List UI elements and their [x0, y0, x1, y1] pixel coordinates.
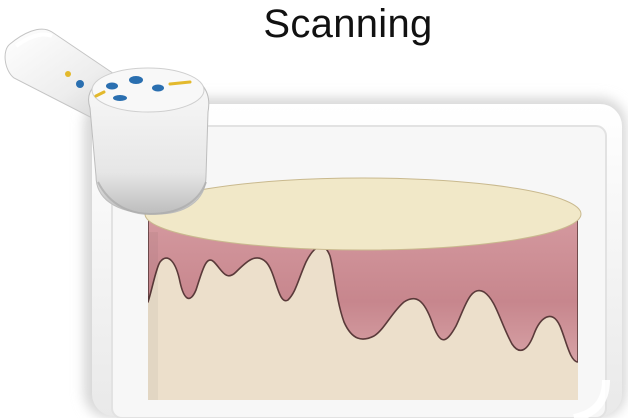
scanner-button-blue-icon	[106, 83, 118, 90]
scanner-indicator-yellow-icon	[170, 82, 190, 84]
scanner-button-blue-icon	[129, 76, 143, 84]
handheld-scanner-icon	[5, 29, 209, 214]
scanner-button-blue-icon	[113, 95, 127, 101]
sample-cylinder-icon	[145, 178, 581, 400]
scanner-button-blue-icon	[152, 85, 164, 92]
